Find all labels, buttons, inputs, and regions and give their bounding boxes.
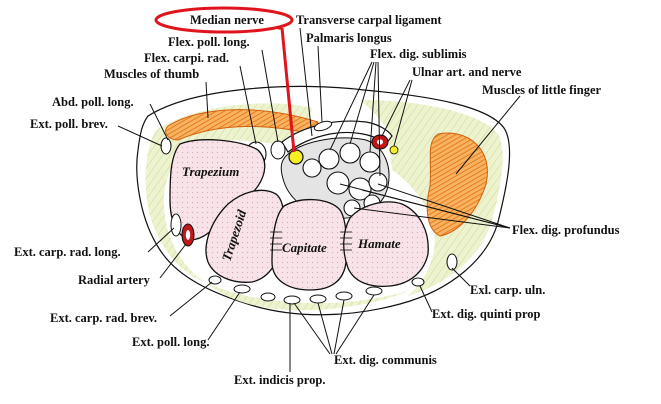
- flex-tendon: [318, 148, 340, 170]
- label-flex-dig-profundus: Flex. dig. profundus: [512, 223, 620, 237]
- label-muscles-of-little-finger: Muscles of little finger: [482, 83, 602, 97]
- ulnar-artery-lumen: [377, 139, 383, 145]
- label-ext-dig-quinti-prop: Ext. dig. quinti prop: [432, 307, 541, 321]
- leader-ext-dig-quinti: [419, 285, 433, 313]
- ext-tendon: [309, 294, 327, 304]
- leader-little-finger: [455, 95, 521, 175]
- trapezoid-bone: [205, 189, 285, 283]
- flex-tendon: [339, 142, 361, 164]
- ext-tendon: [411, 277, 425, 287]
- leader-ext-carp-rad-brev: [169, 281, 213, 317]
- soft-tissue-dorsal: [206, 282, 410, 311]
- leader-abd-poll-long: [149, 103, 169, 141]
- abd-poll-long-tendon: [160, 137, 172, 155]
- label-ext-poll-brev: Ext. poll. brev.: [30, 117, 108, 131]
- leader-ext-poll-brev: [117, 125, 163, 147]
- flex-tendon: [368, 172, 388, 192]
- thenar-muscles: [165, 109, 319, 141]
- label-flex-carpi-rad: Flex. carpi. rad.: [144, 51, 229, 65]
- leader-lines: [117, 27, 521, 372]
- median-nerve: [288, 149, 304, 165]
- leader-exl-carp-uln: [451, 267, 471, 287]
- leader-ext-poll-long: [207, 291, 241, 341]
- hamate-bone: [343, 201, 429, 288]
- interosseous-ligaments: [270, 231, 352, 251]
- flex-poll-long-tendon: [270, 140, 286, 160]
- leader-flex-poll-long: [261, 49, 279, 143]
- leader-profundus-2: [361, 189, 511, 229]
- leader-ext-carp-rad-long: [147, 227, 175, 253]
- label-ext-carp-rad-brev: Ext. carp. rad. brev.: [50, 311, 157, 325]
- leader-radial-artery: [159, 243, 187, 279]
- leader-flex-sublimis-1: [329, 61, 373, 151]
- label-palmaris-longus: Palmaris longus: [306, 31, 392, 45]
- leader-ext-communis-4: [335, 294, 375, 355]
- capitate-bone: [271, 198, 347, 291]
- ext-tendon: [233, 284, 251, 294]
- label-ext-carp-rad-long: Ext. carp. rad. long.: [14, 245, 121, 259]
- leader-ulnar-2: [393, 79, 413, 147]
- label-radial-artery: Radial artery: [78, 273, 151, 287]
- median-nerve-highlight: [154, 6, 294, 34]
- leader-ext-communis-1: [293, 302, 331, 355]
- leader-profundus-4: [353, 207, 511, 229]
- ext-tendon: [365, 286, 383, 296]
- label-ulnar-art-and-nerve: Ulnar art. and nerve: [412, 65, 522, 79]
- radial-artery-lumen: [185, 230, 191, 240]
- label-ext-poll-long: Ext. poll. long.: [132, 335, 209, 349]
- label-capitate: Capitate: [282, 240, 327, 255]
- leader-profundus-3: [377, 183, 511, 229]
- leader-ext-communis-2: [317, 302, 333, 355]
- leader-flex-sublimis-3: [369, 61, 377, 153]
- label-transverse-carpal-ligament: Transverse carpal ligament: [296, 13, 442, 27]
- leader-transverse: [299, 27, 313, 137]
- label-abd-poll-long: Abd. poll. long.: [52, 95, 134, 109]
- leader-flex-sublimis-4: [377, 61, 381, 177]
- leader-median-nerve: [280, 27, 296, 153]
- flex-tendon: [302, 158, 322, 178]
- leader-flex-sublimis-2: [349, 61, 375, 145]
- leader-flex-carpi-rad: [239, 65, 257, 145]
- leader-muscles-thumb: [205, 81, 209, 119]
- label-ext-dig-communis: Ext. dig. communis: [334, 353, 437, 367]
- label-exl-carp-uln: Exl. carp. uln.: [470, 283, 545, 297]
- leader-ext-communis-3: [333, 299, 345, 355]
- label-trapezium: Trapezium: [182, 164, 239, 179]
- ulnar-nerve: [389, 145, 399, 155]
- ext-tendon: [283, 295, 301, 305]
- flex-tendon: [326, 171, 350, 195]
- label-ext-indicis-prop: Ext. indicis prop.: [234, 373, 325, 387]
- ext-tendon: [260, 292, 276, 302]
- label-hamate: Hamate: [357, 236, 401, 251]
- flex-tendon: [359, 151, 381, 173]
- leader-ulnar-1: [381, 79, 411, 137]
- label-muscles-of-thumb: Muscles of thumb: [104, 67, 199, 81]
- palmaris-longus-tendon: [313, 120, 333, 132]
- label-flex-dig-sublimis: Flex. dig. sublimis: [370, 47, 467, 61]
- label-median-nerve: Median nerve: [190, 13, 264, 27]
- ext-tendon: [335, 291, 353, 301]
- ext-carp-rad-long-tendon: [170, 213, 182, 237]
- leader-palmaris: [317, 45, 323, 123]
- label-flex-poll-long: Flex. poll. long.: [168, 35, 250, 49]
- ext-tendon: [446, 253, 458, 271]
